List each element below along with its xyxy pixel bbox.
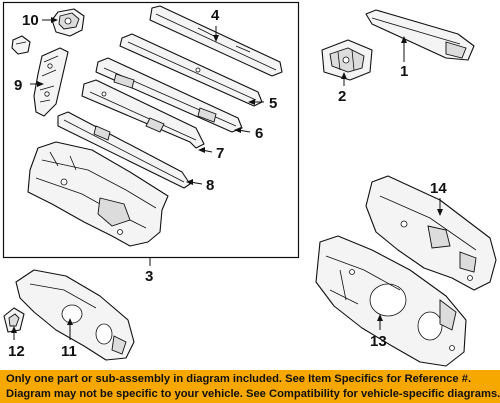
leader-arrows (11, 17, 443, 333)
disclaimer-banner: Only one part or sub-assembly in diagram… (0, 370, 500, 403)
group-box-item-3 (2, 1, 300, 259)
part-9-reinforcement (33, 47, 69, 117)
callout-13: 13 (370, 333, 387, 350)
callout-2: 2 (338, 88, 346, 105)
callout-12: 12 (8, 343, 25, 360)
callout-9: 9 (14, 77, 22, 94)
callout-14: 14 (430, 180, 447, 197)
small-clip (11, 35, 31, 55)
part-12-pad (3, 307, 25, 333)
callout-11: 11 (61, 343, 77, 360)
part-11-dash-insulator (15, 269, 135, 361)
part-13-dash-panel (315, 235, 467, 367)
parts-diagram: 10 9 4 1 2 5 6 7 8 14 3 12 11 13 (2, 1, 497, 367)
callout-1: 1 (400, 63, 408, 80)
callout-4: 4 (211, 7, 220, 24)
part-1-cowl-top (365, 9, 475, 61)
part-10-bracket (51, 8, 85, 37)
part-7-cowl-panel (81, 79, 205, 149)
part-6-cowl-panel (95, 57, 243, 133)
dash-panel-assembly (27, 141, 169, 247)
callout-3: 3 (145, 268, 153, 285)
callout-7: 7 (216, 145, 224, 162)
disclaimer-line-2: Diagram may not be specific to your vehi… (6, 388, 500, 400)
disclaimer-line-1: Only one part or sub-assembly in diagram… (6, 373, 472, 385)
callout-10: 10 (22, 12, 39, 29)
part-14-dash-insulator (365, 175, 497, 291)
part-2-insulator (321, 39, 373, 81)
callout-6: 6 (255, 125, 263, 142)
part-8-cowl-panel (57, 111, 191, 189)
callout-5: 5 (269, 95, 277, 112)
callout-8: 8 (206, 177, 214, 194)
